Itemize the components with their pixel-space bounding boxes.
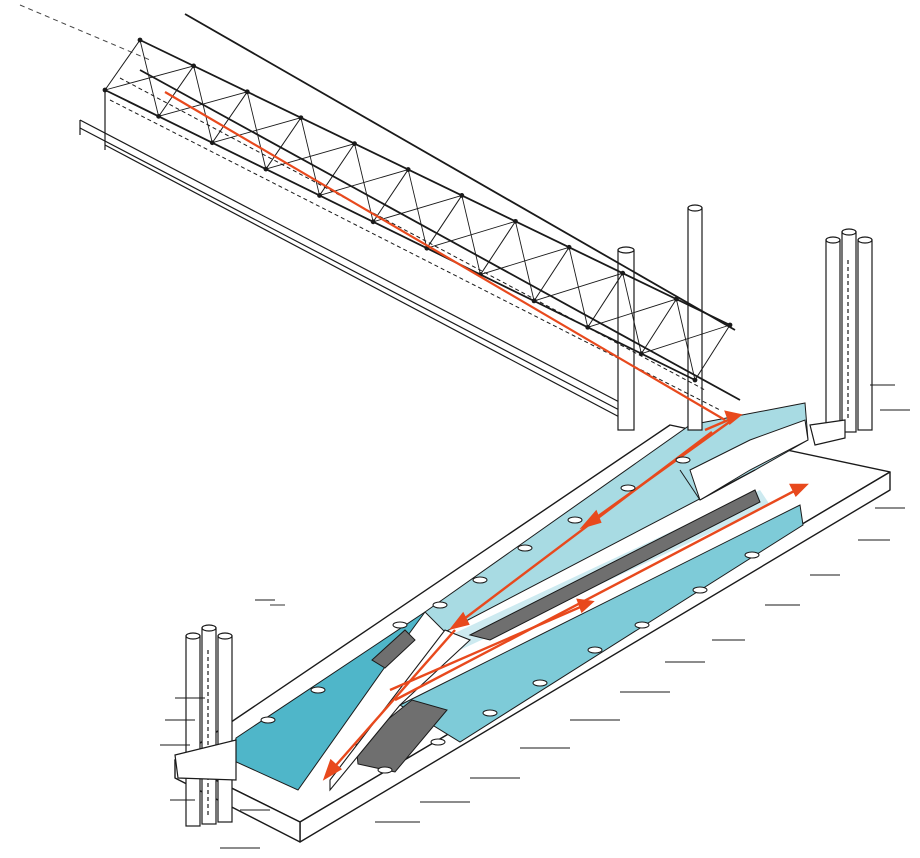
pile-tower-left: [174, 624, 237, 827]
truss-diagonal-member: [426, 220, 516, 249]
mooring-cleat-icon: [634, 621, 650, 629]
truss-vertical-member: [480, 221, 516, 275]
water-surface-lines: [160, 384, 910, 849]
truss-diagonal-member: [104, 65, 194, 91]
mooring-cleat-icon: [517, 544, 533, 552]
route-arrows: [322, 410, 809, 781]
water-zone-right-channel: [398, 504, 804, 743]
mooring-cleat-icon: [260, 716, 276, 724]
truss-node: [244, 89, 250, 95]
truss-diagonal-member: [265, 143, 355, 170]
mooring-cleat-icon: [675, 456, 691, 464]
ramp-shadow-left: [371, 629, 416, 669]
mooring-cleat-icon: [432, 601, 448, 609]
truss-node: [370, 219, 376, 225]
truss-node: [317, 193, 322, 198]
truss-vertical-member: [265, 117, 302, 170]
landing-ramp-block: [679, 419, 809, 501]
truss-node: [405, 167, 411, 172]
truss-node: [585, 324, 591, 330]
mooring-cleat-icon: [377, 766, 393, 774]
shoreline-edge: [79, 90, 626, 421]
mooring-cleat-icon: [744, 551, 760, 559]
mooring-cleat-icon: [567, 516, 583, 524]
mooring-cleat-icon: [430, 738, 446, 746]
truss-vertical-member: [640, 298, 677, 354]
truss-node: [692, 377, 698, 383]
truss-vertical-member: [587, 272, 624, 328]
truss-node: [298, 115, 304, 121]
mooring-cleat-icon: [692, 586, 708, 594]
ramp-shadow-lower: [355, 699, 448, 773]
mooring-cleat-icon: [532, 679, 548, 687]
truss-vertical-member: [372, 169, 409, 223]
truss-node: [191, 63, 197, 69]
truss-node: [459, 193, 465, 198]
truss-vertical-member: [158, 65, 195, 117]
truss-diagonal-member: [373, 195, 462, 223]
route-line-bridge: [164, 91, 726, 421]
truss-node: [638, 351, 644, 357]
truss-vertical-member: [426, 195, 463, 249]
mooring-pile-mid: [617, 246, 635, 431]
truss-node: [727, 322, 733, 328]
truss-node: [209, 140, 215, 146]
truss-node: [102, 87, 108, 93]
truss-node: [352, 141, 357, 147]
arrow-head-icon: [448, 611, 470, 631]
truss-node: [156, 113, 162, 119]
truss-node: [137, 37, 143, 43]
truss-bridge: [102, 13, 741, 411]
truss-node: [263, 166, 269, 172]
truss-diagonal-member: [641, 324, 731, 355]
arrow-head-icon: [789, 483, 809, 498]
truss-node: [531, 298, 537, 304]
truss-diagonal-member: [480, 246, 570, 275]
truss-vertical-member: [319, 143, 355, 196]
truss-diagonal-member: [212, 117, 302, 144]
mooring-cleats: [260, 456, 760, 774]
truss-diagonal-member: [587, 298, 677, 328]
truss-node: [673, 296, 679, 302]
truss-node: [566, 244, 572, 250]
mooring-cleat-icon: [620, 484, 636, 492]
pile-tower-right: [809, 228, 873, 446]
ramp-shadow-upper: [468, 489, 761, 641]
mooring-cleat-icon: [587, 646, 603, 654]
mooring-cleat-icon: [310, 686, 326, 694]
truss-vertical-member: [104, 39, 141, 91]
mooring-cleat-icon: [392, 621, 408, 629]
truss-vertical-member: [533, 246, 570, 302]
truss-node: [513, 218, 518, 224]
truss-vertical-member: [211, 91, 248, 144]
arrow-head-icon: [322, 758, 343, 781]
dashed-guide-line: [19, 4, 151, 61]
truss-node: [620, 270, 626, 276]
arrow-head-icon: [724, 410, 743, 425]
truss-vertical-member: [694, 324, 731, 381]
mooring-pile-tall: [687, 204, 703, 431]
truss-diagonal-member: [158, 91, 248, 117]
truss-diagonal-member: [533, 272, 623, 302]
mooring-cleat-icon: [472, 576, 488, 584]
mooring-cleat-icon: [482, 709, 498, 717]
